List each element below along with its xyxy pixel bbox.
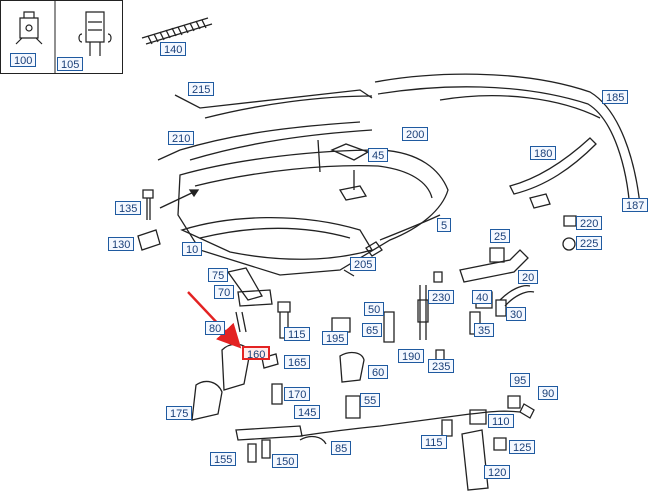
corrugated-sleeve-icon	[141, 17, 213, 45]
callout-160-highlighted[interactable]: 160	[242, 346, 271, 361]
callout-85[interactable]: 85	[331, 441, 352, 455]
callout-125[interactable]: 125	[509, 440, 536, 454]
callout-20[interactable]: 20	[518, 270, 539, 284]
callout-225[interactable]: 225	[576, 236, 603, 250]
highlight-arrow	[187, 291, 242, 349]
callout-5[interactable]: 5	[437, 218, 452, 232]
callout-135[interactable]: 135	[115, 201, 142, 215]
callout-30[interactable]: 30	[506, 307, 527, 321]
callout-50[interactable]: 50	[364, 302, 385, 316]
callout-65[interactable]: 65	[362, 323, 383, 337]
callout-210[interactable]: 210	[168, 131, 195, 145]
legend-callout-105[interactable]: 105	[57, 57, 84, 71]
callout-45[interactable]: 45	[368, 148, 389, 162]
callout-70[interactable]: 70	[214, 285, 235, 299]
callout-120[interactable]: 120	[484, 465, 511, 479]
callout-175[interactable]: 175	[166, 406, 193, 420]
callout-205[interactable]: 205	[350, 257, 377, 271]
callout-10[interactable]: 10	[182, 242, 203, 256]
callout-130[interactable]: 130	[108, 237, 135, 251]
callout-145[interactable]: 145	[294, 405, 321, 419]
callout-215[interactable]: 215	[188, 82, 215, 96]
callout-35[interactable]: 35	[474, 323, 495, 337]
callout-195[interactable]: 195	[322, 331, 349, 345]
legend-callout-140[interactable]: 140	[160, 42, 187, 56]
push-pin-clip-icon	[78, 11, 112, 56]
callout-190[interactable]: 190	[398, 349, 425, 363]
callout-90[interactable]: 90	[538, 386, 559, 400]
callout-165[interactable]: 165	[284, 355, 311, 369]
legend-callout-100[interactable]: 100	[10, 53, 37, 67]
callout-220[interactable]: 220	[576, 216, 603, 230]
callout-80[interactable]: 80	[205, 321, 226, 335]
callout-115-upper[interactable]: 115	[284, 327, 310, 341]
callout-170[interactable]: 170	[284, 387, 311, 401]
callout-230[interactable]: 230	[428, 290, 455, 304]
callout-185[interactable]: 185	[602, 90, 629, 104]
callout-180[interactable]: 180	[530, 146, 557, 160]
legend-frame	[0, 0, 123, 74]
callout-150[interactable]: 150	[272, 454, 299, 468]
callout-187[interactable]: 187	[622, 198, 649, 212]
clip-icon	[15, 11, 43, 45]
callout-25[interactable]: 25	[490, 229, 511, 243]
callout-60[interactable]: 60	[368, 365, 389, 379]
callout-200[interactable]: 200	[402, 127, 429, 141]
callout-55[interactable]: 55	[360, 393, 381, 407]
callout-235[interactable]: 235	[428, 359, 455, 373]
callout-115-lower[interactable]: 115	[421, 435, 447, 449]
callout-40[interactable]: 40	[472, 290, 493, 304]
callout-75[interactable]: 75	[208, 268, 229, 282]
callout-95[interactable]: 95	[510, 373, 531, 387]
callout-155[interactable]: 155	[210, 452, 237, 466]
callout-110[interactable]: 110	[488, 414, 514, 428]
